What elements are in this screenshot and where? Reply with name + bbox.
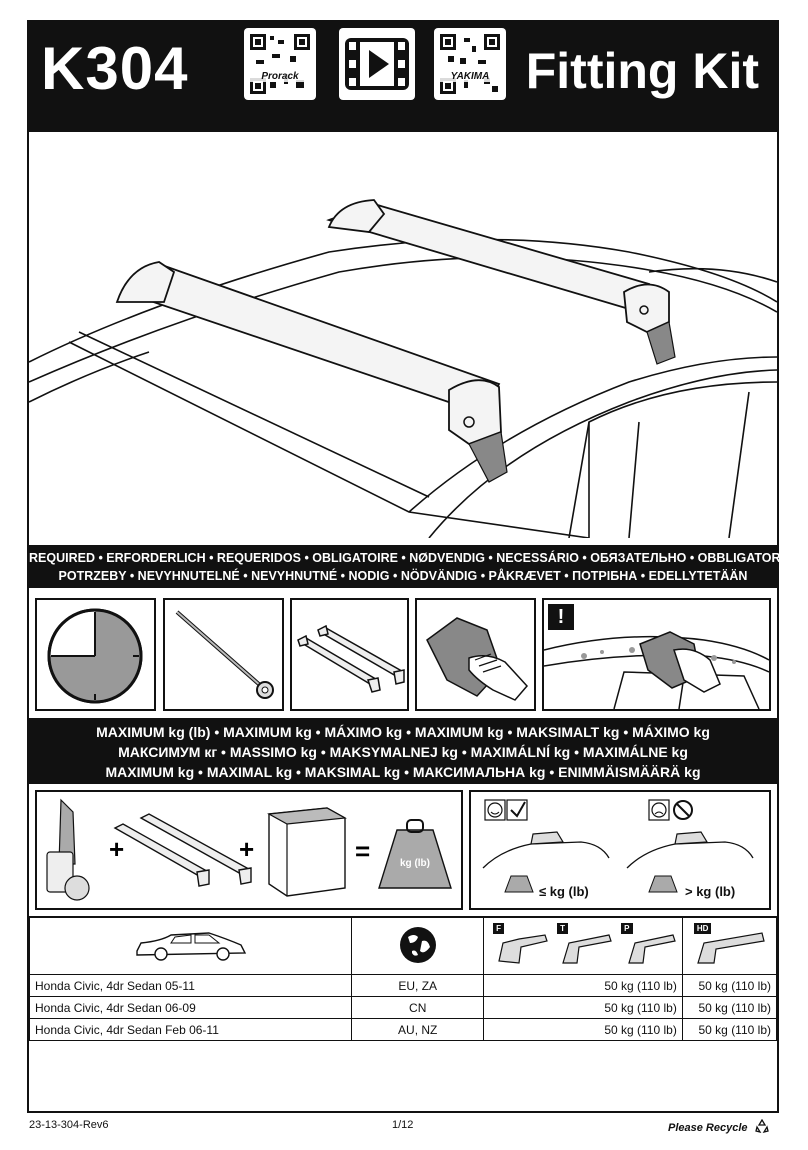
- page-number: 1/12: [392, 1119, 414, 1131]
- globe-icon: [399, 926, 436, 963]
- hd-bar-profile-icon: [697, 932, 765, 964]
- hd-load-cell: 50 kg (110 lb): [681, 974, 778, 997]
- required-line-1: REQUIRED • ERFORDERLICH • REQUERIDOS • O…: [29, 551, 794, 565]
- load-cell: 50 kg (110 lb): [483, 1018, 683, 1041]
- vehicle-cell: Honda Civic, 4dr Sedan 05-11: [28, 974, 353, 997]
- load-equation-panel: + + = kg (lb): [35, 790, 463, 910]
- svg-text:+: +: [239, 834, 254, 864]
- required-banner: REQUIRED • ERFORDERLICH • REQUERIDOS • O…: [29, 545, 794, 588]
- weight-label: kg (lb): [400, 858, 430, 869]
- bar-type-p-badge: P: [621, 923, 633, 934]
- qr-code-prorack[interactable]: Prorack: [244, 28, 316, 100]
- qr-label-prorack: Prorack: [244, 71, 316, 82]
- vehicle-column-header: [28, 916, 353, 975]
- region-column-header: [351, 916, 485, 975]
- document-code: 23-13-304-Rev6: [29, 1119, 109, 1131]
- table-row: Honda Civic, 4dr Sedan Feb 06-11 AU, NZ …: [28, 1018, 778, 1041]
- vehicle-fit-table: F T P HD Honda Civic,: [28, 916, 778, 1041]
- clean-roof-panel: !: [542, 598, 771, 711]
- maximum-line-1: MAXIMUM kg (lb) • MAXIMUM kg • MÁXIMO kg…: [96, 724, 710, 740]
- torque-key-icon: [175, 610, 274, 699]
- maximum-load-banner: MAXIMUM kg (lb) • MAXIMUM kg • MÁXIMO kg…: [29, 718, 777, 784]
- bar-types-column-header: F T P: [483, 916, 683, 975]
- bar-type-f-badge: F: [493, 923, 505, 934]
- model-number: K304: [41, 35, 189, 102]
- load-cell: 50 kg (110 lb): [483, 996, 683, 1019]
- vehicle-cell: Honda Civic, 4dr Sedan Feb 06-11: [28, 1018, 353, 1041]
- region-cell: EU, ZA: [351, 974, 485, 997]
- tool-cloth-panel: [415, 598, 536, 711]
- tool-bars-panel: [290, 598, 409, 711]
- roof-rack-car-icon: [29, 199, 777, 538]
- qr-code-yakima[interactable]: YAKIMA: [434, 28, 506, 100]
- roof-bars-icon: [297, 624, 405, 693]
- header-bar: K304 Prorack YAKIMA: [27, 20, 779, 132]
- car-icon: [135, 931, 246, 961]
- hd-load-cell: 50 kg (110 lb): [681, 1018, 778, 1041]
- tool-time-panel: [35, 598, 156, 711]
- page-title: Fitting Kit: [525, 43, 759, 99]
- qr-pattern-icon: [250, 34, 310, 94]
- load-over-label: > kg (lb): [685, 884, 736, 899]
- hd-load-cell: 50 kg (110 lb): [681, 996, 778, 1019]
- video-play-icon: [345, 38, 409, 90]
- qr-label-yakima: YAKIMA: [434, 71, 506, 82]
- table-row: Honda Civic, 4dr Sedan 05-11 EU, ZA 50 k…: [28, 974, 778, 997]
- bar-type-hd-badge: HD: [693, 923, 712, 934]
- cleaning-cloth-icon: [426, 617, 529, 701]
- recycle-icon: [754, 1118, 769, 1134]
- load-cell: 50 kg (110 lb): [483, 974, 683, 997]
- bar-type-t-badge: T: [557, 923, 569, 934]
- bar-profiles-icon: [498, 934, 676, 964]
- maximum-line-3: MAXIMUM kg • MAXIMAL kg • MAKSIMAL kg • …: [105, 764, 701, 780]
- region-cell: AU, NZ: [351, 1018, 485, 1041]
- load-equation-icon: + + =: [46, 798, 452, 901]
- car-roof-illustration: [29, 132, 777, 538]
- load-ok-label: ≤ kg (lb): [539, 884, 589, 899]
- recycle-note: Please Recycle: [668, 1118, 769, 1134]
- svg-text:=: =: [355, 836, 370, 866]
- cleaning-roof-icon: [543, 631, 770, 710]
- svg-text:+: +: [109, 834, 124, 864]
- table-row: Honda Civic, 4dr Sedan 06-09 CN 50 kg (1…: [28, 996, 778, 1019]
- maximum-line-2: МАКСИМУМ кг • MASSIMO kg • MAKSYMALNEJ k…: [118, 744, 688, 760]
- table-header-row: F T P HD: [28, 916, 778, 975]
- hd-column-header: HD: [681, 916, 778, 975]
- warning-icon: !: [548, 604, 574, 630]
- video-link[interactable]: [339, 28, 415, 100]
- clock-icon: [47, 608, 143, 704]
- load-rule-panel: ≤ kg (lb) > kg (lb): [469, 790, 771, 910]
- required-line-2: POTRZEBY • NEVYHNUTELNÉ • NEVYHNUTNÉ • N…: [58, 569, 748, 583]
- qr-pattern-icon: [440, 34, 500, 94]
- vehicle-cell: Honda Civic, 4dr Sedan 06-09: [28, 996, 353, 1019]
- load-rule-icon: [482, 799, 754, 893]
- region-cell: CN: [351, 996, 485, 1019]
- recycle-text: Please Recycle: [668, 1122, 748, 1134]
- tool-key-panel: [163, 598, 284, 711]
